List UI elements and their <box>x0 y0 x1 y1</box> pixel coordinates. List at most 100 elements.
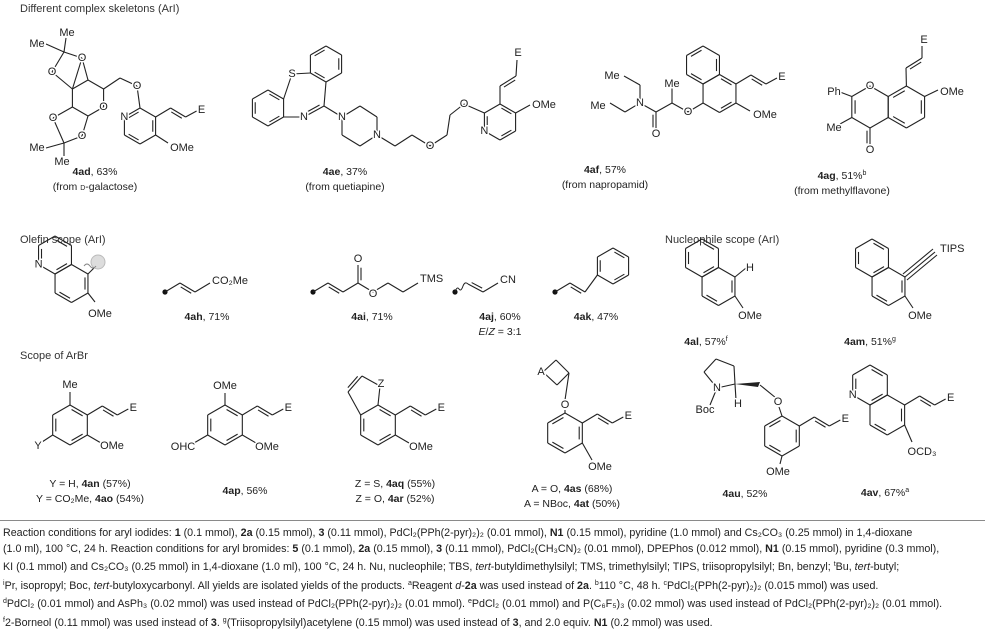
bond <box>839 91 853 98</box>
bond <box>52 106 73 119</box>
text-segment: N1 <box>549 527 564 539</box>
ring-bond <box>888 267 906 278</box>
atom-label: Y <box>34 440 42 452</box>
bond <box>639 102 657 113</box>
double-bond <box>327 282 344 293</box>
atom-label: E <box>514 47 521 59</box>
bond <box>87 405 103 416</box>
text-segment: 4at <box>573 497 590 510</box>
text-segment: (0.2 mmol) was used. <box>607 616 713 629</box>
bond <box>446 114 451 136</box>
caption-4an-4ao: Y = H, 4an (57%)Y = CO₂Me, 4ao (54%) <box>36 477 144 506</box>
bond <box>778 406 783 417</box>
caption-4av: 4av, 67%a <box>861 484 909 501</box>
aromatic-inner-bond <box>614 251 625 259</box>
ring-bond <box>310 72 327 83</box>
atom-label: E <box>130 402 137 414</box>
bond <box>272 408 284 416</box>
text-segment: 2-Borneol (0.11 mmol) was used instead o… <box>4 616 211 629</box>
ring-bond <box>781 445 800 457</box>
text-line: Y = CO₂Me, 4ao (54%) <box>36 492 144 507</box>
aromatic-inner-bond <box>873 242 885 250</box>
bond <box>482 282 499 293</box>
text-segment: 2a <box>577 579 589 592</box>
ring-bond <box>906 117 925 129</box>
double-bond <box>814 416 830 427</box>
ring-bond <box>718 267 736 278</box>
text-segment: (57%) <box>99 478 131 490</box>
wavy-bond-icon <box>83 263 97 269</box>
aromatic-inner-bond <box>71 409 83 417</box>
section-title-nucleophile-scope: Nucleophile scope (ArI) <box>665 234 780 246</box>
caption-4am: 4am, 51%g <box>844 333 896 350</box>
text-segment: 5 <box>292 542 299 555</box>
ring-bond <box>597 274 614 285</box>
ring-bond <box>71 264 89 275</box>
ring-bond <box>612 247 629 258</box>
double-bond <box>102 405 118 416</box>
aromatic-inner-bond <box>269 93 280 101</box>
double-bond-inner <box>410 409 422 417</box>
text-segment: 1 <box>174 527 181 539</box>
text-segment: , 60% <box>493 311 521 323</box>
text-segment: -butyldimethylsilyl; TMS, trimethylsilyl… <box>490 561 834 573</box>
bond <box>799 416 815 427</box>
bond <box>425 408 437 416</box>
text-line: E/Z = 3:1 <box>479 325 522 340</box>
text-segment: 110 °C, 48 h. <box>598 579 664 592</box>
text-line: 4ai, 71% <box>351 310 392 325</box>
ring-bond <box>764 445 783 457</box>
bond <box>734 295 744 309</box>
atom-label: O <box>426 140 435 152</box>
ring-bond <box>72 79 89 90</box>
text-line: Z = S, 4aq (55%) <box>355 477 435 492</box>
aromatic-inner-bond <box>226 433 238 441</box>
ring-bond <box>719 102 737 113</box>
text-segment: 4au <box>722 488 741 500</box>
ring-bond <box>87 79 104 90</box>
ring-bond <box>252 116 269 127</box>
text-segment: d <box>3 598 7 605</box>
text-line: (from napropamid) <box>562 178 648 193</box>
bond <box>359 105 378 118</box>
atom-label: Ph <box>827 86 840 98</box>
bond <box>687 102 704 113</box>
text-segment: 2a <box>240 527 253 539</box>
double-bond-inner <box>471 282 483 289</box>
double-bond <box>750 74 767 85</box>
bond <box>395 405 411 416</box>
bond <box>341 105 361 118</box>
bond <box>361 375 381 387</box>
atom-label: N <box>849 389 857 401</box>
bond <box>193 434 208 444</box>
aromatic-inner-bond <box>379 433 391 441</box>
aromatic-inner-bond <box>56 263 68 271</box>
atom-label: E <box>198 104 205 116</box>
ring-bond <box>851 85 871 97</box>
text-segment: Reagent <box>411 579 456 592</box>
text-segment: , 51% <box>865 336 892 348</box>
ring-bond <box>852 364 871 376</box>
bond <box>342 282 359 293</box>
aromatic-inner-bond <box>226 409 238 417</box>
text-segment: A = NBoc, <box>523 497 574 510</box>
aromatic-inner-bond <box>892 116 906 124</box>
text-segment: , 51% <box>835 170 863 182</box>
atom-label: O <box>774 396 783 408</box>
bond <box>242 434 257 444</box>
text-line: (from quetiapine) <box>305 180 384 195</box>
text-segment: (0.15 mmol), pyridine (0.3 mmol), <box>778 542 940 555</box>
atom-label: OMe <box>940 86 964 98</box>
ring-bond <box>38 235 56 246</box>
text-segment: . <box>588 579 595 592</box>
aromatic-inner-bond <box>314 71 325 79</box>
atom-label: N <box>713 382 721 394</box>
caption-4af: 4af, 57%(from napropamid) <box>562 163 648 192</box>
atom-label: TMS <box>420 273 443 285</box>
ring-bond <box>869 364 888 376</box>
text-line: (from d-galactose) <box>53 180 137 195</box>
bond <box>71 57 83 90</box>
ring-bond <box>252 89 269 100</box>
ring-bond <box>69 434 88 446</box>
text-segment: . <box>216 616 223 629</box>
